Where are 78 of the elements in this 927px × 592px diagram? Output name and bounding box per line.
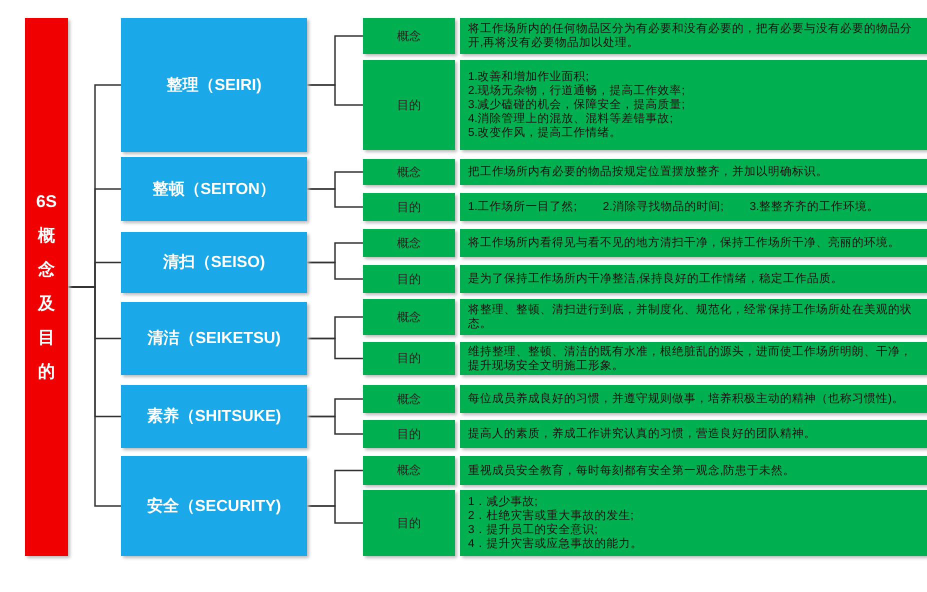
category-title: 清洁（SEIKETSU): [147, 328, 281, 349]
category-title: 清扫（SEISO): [162, 252, 266, 273]
description-box: [460, 342, 927, 375]
label-box: [363, 385, 455, 413]
description-text: 3．提升员工的安全意识;: [468, 523, 599, 537]
label-text: 概念: [397, 462, 421, 479]
label-box: [363, 193, 455, 221]
description-text: 把工作场所内有必要的物品按规定位置摆放整齐，并加以明确标识。: [468, 165, 829, 179]
description-text: 维持整理、整顿、清洁的既有水准，根绝脏乱的源头，进而使工作场所明朗、干净，提升现场安全文明施工形象。: [468, 344, 913, 372]
description-box: [460, 265, 927, 293]
description-text: 5.改变作风，提高工作情绪。: [468, 126, 623, 140]
connector-line: [307, 188, 363, 208]
label-box: [363, 18, 455, 54]
connector-line: [307, 416, 363, 435]
label-text: 概念: [397, 234, 421, 252]
label-box: [363, 159, 455, 185]
category-title: 素养（SHITSUKE): [146, 406, 282, 427]
label-box: [363, 490, 455, 556]
label-text: 目的: [397, 270, 421, 288]
description-box: [460, 385, 927, 413]
description-text: 3.整整齐齐的工作环境。: [750, 200, 880, 214]
category-title: 整理（SEIRI): [166, 76, 262, 96]
category-box: [121, 18, 307, 152]
title-bar: [25, 18, 68, 556]
description-box: [460, 299, 927, 335]
category-title: 整顿（SEITON）: [152, 180, 276, 200]
label-box: [363, 229, 455, 257]
description-box: [460, 193, 927, 221]
description-text: 重视成员安全教育，每时每刻都有安全第一观念,防患于未然。: [468, 464, 796, 478]
label-text: 概念: [397, 390, 421, 408]
title-text: 6S概念及目的: [35, 191, 58, 383]
description-box: [460, 18, 927, 54]
description-text: 1.改善和增加作业面积;: [468, 70, 590, 84]
description-text: 将工作场所内看得见与看不见的地方清扫干净，保持工作场所干净、亮丽的环境。: [468, 236, 901, 250]
description-box: [460, 60, 927, 150]
description-text: 2．杜绝灾害或重大事故的发生;: [468, 509, 635, 523]
description-text: 1.工作场所一目了然;: [468, 200, 577, 214]
label-text: 概念: [397, 28, 421, 44]
label-box: [363, 420, 455, 448]
label-text: 目的: [397, 514, 421, 532]
label-box: [363, 299, 455, 335]
connector-line: [307, 84, 363, 106]
description-box: [460, 229, 927, 257]
description-box: [460, 490, 927, 556]
category-title: 安全（SECURITY): [146, 496, 282, 516]
description-text: 2.消除寻找物品的时间;: [602, 200, 724, 214]
label-box: [363, 60, 455, 150]
label-text: 概念: [397, 164, 421, 180]
description-text: 2.现场无杂物，行道通畅，提高工作效率;: [468, 84, 686, 98]
label-text: 目的: [397, 96, 421, 114]
label-box: [363, 265, 455, 293]
label-text: 目的: [397, 198, 421, 216]
description-text: 4.消除管理上的混放、混料等差错事故;: [468, 112, 674, 126]
description-text: 3.减少磕碰的机会，保障安全，提高质量;: [468, 98, 686, 112]
connector-line: [307, 338, 363, 360]
description-text: 将工作场所内的任何物品区分为有必要和没有必要的，把有必要与没有必要的物品分开,再将没有必要物品加以处理。: [468, 22, 913, 50]
description-box: [460, 456, 927, 485]
description-text: 是为了保持工作场所内干净整洁,保持良好的工作情绪，稳定工作品质。: [468, 272, 844, 286]
description-text: 每位成员养成良好的习惯，并遵守规则做事，培养积极主动的精神（也称习惯性)。: [468, 392, 905, 406]
connector-line: [307, 262, 363, 280]
connector-line: [68, 286, 121, 507]
category-box: [121, 302, 307, 375]
label-text: 概念: [397, 308, 421, 326]
description-text: 1．减少事故;: [468, 495, 539, 509]
description-text: 4．提升灾害或应急事故的能力。: [468, 537, 644, 551]
description-box: [460, 420, 927, 448]
description-text: 将整理、整顿、清扫进行到底，并制度化、规范化，经常保持工作场所处在美观的状态。: [468, 303, 913, 331]
label-text: 目的: [397, 426, 421, 442]
category-box: [121, 456, 307, 556]
connector-line: [307, 505, 363, 524]
category-box: [121, 232, 307, 293]
category-box: [121, 157, 307, 221]
label-box: [363, 456, 455, 485]
label-box: [363, 342, 455, 375]
category-box: [121, 385, 307, 448]
description-box: [460, 159, 927, 185]
description-text: 提高人的素质，养成工作讲究认真的习惯，营造良好的团队精神。: [468, 427, 817, 441]
label-text: 目的: [397, 350, 421, 367]
